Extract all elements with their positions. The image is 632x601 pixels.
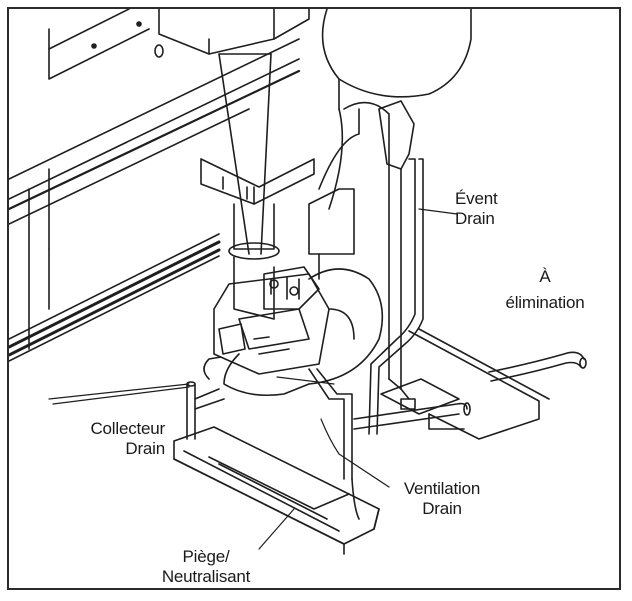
label-disposal-line2: élimination — [505, 293, 585, 312]
frame-rails — [9, 9, 301, 362]
leader-collector-drain-3 — [276, 376, 335, 385]
disposal-outlet — [488, 351, 587, 382]
leader-collector-drain-2 — [48, 383, 190, 400]
label-event-drain: Évent Drain — [455, 189, 498, 229]
label-collector-drain-line2: Drain — [125, 439, 165, 458]
event-drain-hose — [368, 158, 424, 435]
trap-tray — [173, 426, 380, 555]
venturi-cone — [200, 53, 315, 260]
base-plate — [380, 328, 550, 440]
leader-event-drain — [418, 208, 458, 215]
label-disposal: À élimination — [495, 267, 595, 313]
leader-collector-drain — [52, 386, 190, 405]
label-ventilation-drain-line1: Ventilation — [403, 479, 481, 498]
tank — [321, 9, 472, 110]
leader-ventilation-drain — [320, 418, 390, 488]
label-event-drain-line2: Drain — [455, 209, 495, 228]
ventilation-drain-line — [308, 368, 471, 520]
exhaust-elbow — [203, 268, 384, 397]
upper-housing — [158, 9, 310, 55]
label-collector-drain: Collecteur Drain — [37, 419, 165, 459]
label-ventilation-drain-line2: Drain — [422, 499, 462, 518]
label-collector-drain-line1: Collecteur — [90, 419, 165, 438]
label-ventilation-drain: Ventilation Drain — [387, 479, 497, 519]
label-trap-neutralizer-line2: Neutralisant — [161, 567, 251, 586]
leader-lines — [48, 208, 458, 550]
label-trap-neutralizer: Piège/ Neutralisant — [141, 547, 271, 587]
gas-valve — [213, 256, 330, 375]
boiler-drain-illustration — [9, 9, 587, 555]
vent-pipe — [308, 100, 415, 400]
label-event-drain-line1: Évent — [455, 189, 498, 208]
label-disposal-line1: À — [539, 267, 551, 286]
leader-trap — [258, 508, 295, 550]
label-trap-neutralizer-line1: Piège/ — [182, 547, 230, 566]
diagram-frame: Évent Drain À élimination Collecteur Dra… — [7, 7, 621, 590]
